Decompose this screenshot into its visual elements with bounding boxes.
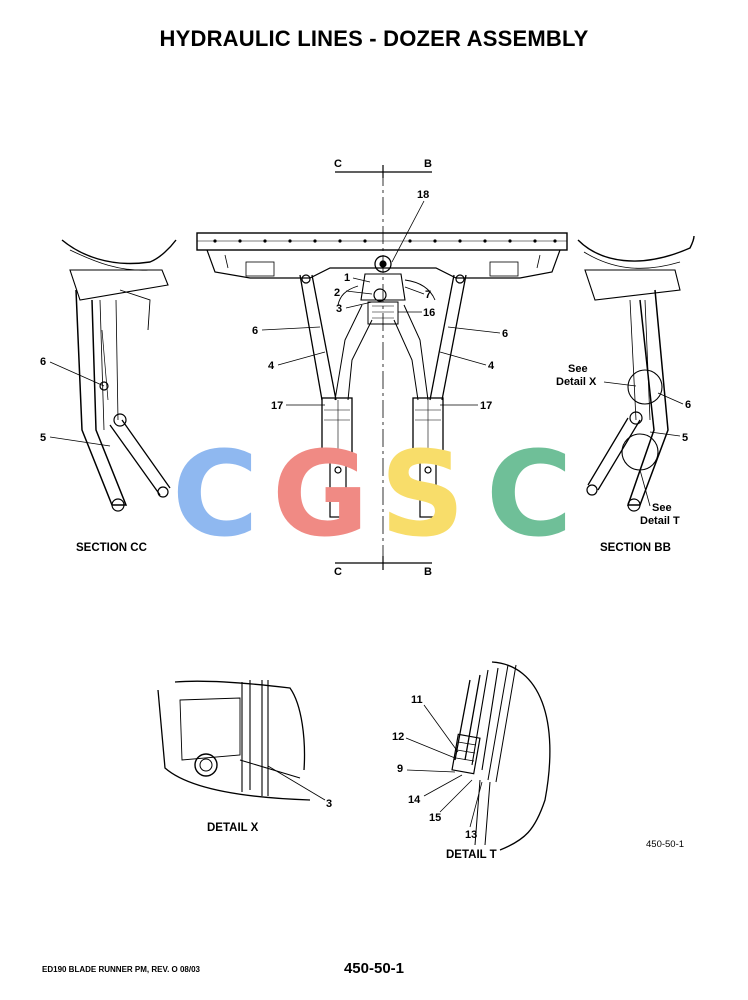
right-push-arm (393, 274, 467, 401)
footer-document-id: ED190 BLADE RUNNER PM, REV. O 08/03 (42, 965, 200, 974)
callout-1: 1 (344, 272, 350, 284)
see-detail-x-line1: See (568, 363, 588, 375)
leader-lines (49, 200, 684, 828)
section-marker-b-top: B (424, 158, 432, 170)
page-title: HYDRAULIC LINES - DOZER ASSEMBLY (159, 26, 589, 51)
right-lift-cylinder (412, 397, 444, 518)
callout-7: 7 (425, 289, 431, 301)
callout-18: 18 (417, 189, 429, 201)
left-push-arm (299, 274, 373, 401)
callout-16: 16 (423, 307, 435, 319)
watermark-letter-c1: C (172, 425, 259, 563)
callout-2: 2 (334, 287, 340, 299)
callout-17-left: 17 (271, 400, 283, 412)
see-detail-t-line2: Detail T (640, 515, 680, 527)
detail-t-view (451, 661, 551, 851)
see-detail-x-line2: Detail X (556, 376, 597, 388)
section-line-top (335, 165, 432, 178)
callout-4-right: 4 (488, 360, 495, 372)
callout-9: 9 (397, 763, 403, 775)
section-bb-view (577, 235, 695, 512)
watermark-letter-g: G (272, 425, 369, 563)
section-cc-view (61, 239, 177, 512)
detail-t-caption: DETAIL T (446, 849, 497, 861)
figure-reference: 450-50-1 (646, 839, 684, 850)
detail-x-view (157, 680, 311, 801)
section-line-bottom (335, 556, 432, 570)
callout-3: 3 (336, 303, 342, 315)
left-lift-cylinder (321, 397, 353, 518)
detail-t-circle (621, 433, 659, 471)
callout-13: 13 (465, 829, 477, 841)
center-hub (337, 255, 436, 325)
callout-4-left: 4 (268, 360, 275, 372)
footer-page-number: 450-50-1 (343, 960, 405, 977)
dozer-blade (196, 232, 568, 279)
callout-6-section-bb: 6 (685, 399, 691, 411)
callout-17-right: 17 (480, 400, 492, 412)
callout-6-center-right: 6 (502, 328, 508, 340)
callout-11: 11 (411, 694, 423, 706)
callout-6-center-left: 6 (252, 325, 258, 337)
callout-6-section-cc: 6 (40, 356, 46, 368)
watermark-letter-s: S (380, 425, 465, 563)
detail-x-circle (627, 369, 663, 405)
callout-5-section-cc: 5 (40, 432, 46, 444)
section-cc-caption: SECTION CC (76, 542, 147, 554)
callout-3-detail-x: 3 (326, 798, 332, 810)
see-detail-t-line1: See (652, 502, 672, 514)
callout-15: 15 (429, 812, 441, 824)
callout-12: 12 (392, 731, 404, 743)
detail-x-caption: DETAIL X (207, 822, 259, 834)
section-marker-c-top: C (334, 158, 342, 170)
section-bb-caption: SECTION BB (600, 542, 671, 554)
callout-5-section-bb: 5 (682, 432, 688, 444)
watermark: C G S C (172, 425, 573, 563)
callout-14: 14 (408, 794, 421, 806)
section-marker-b-bottom: B (424, 566, 432, 578)
watermark-letter-c2: C (486, 425, 573, 563)
section-marker-c-bottom: C (334, 566, 342, 578)
